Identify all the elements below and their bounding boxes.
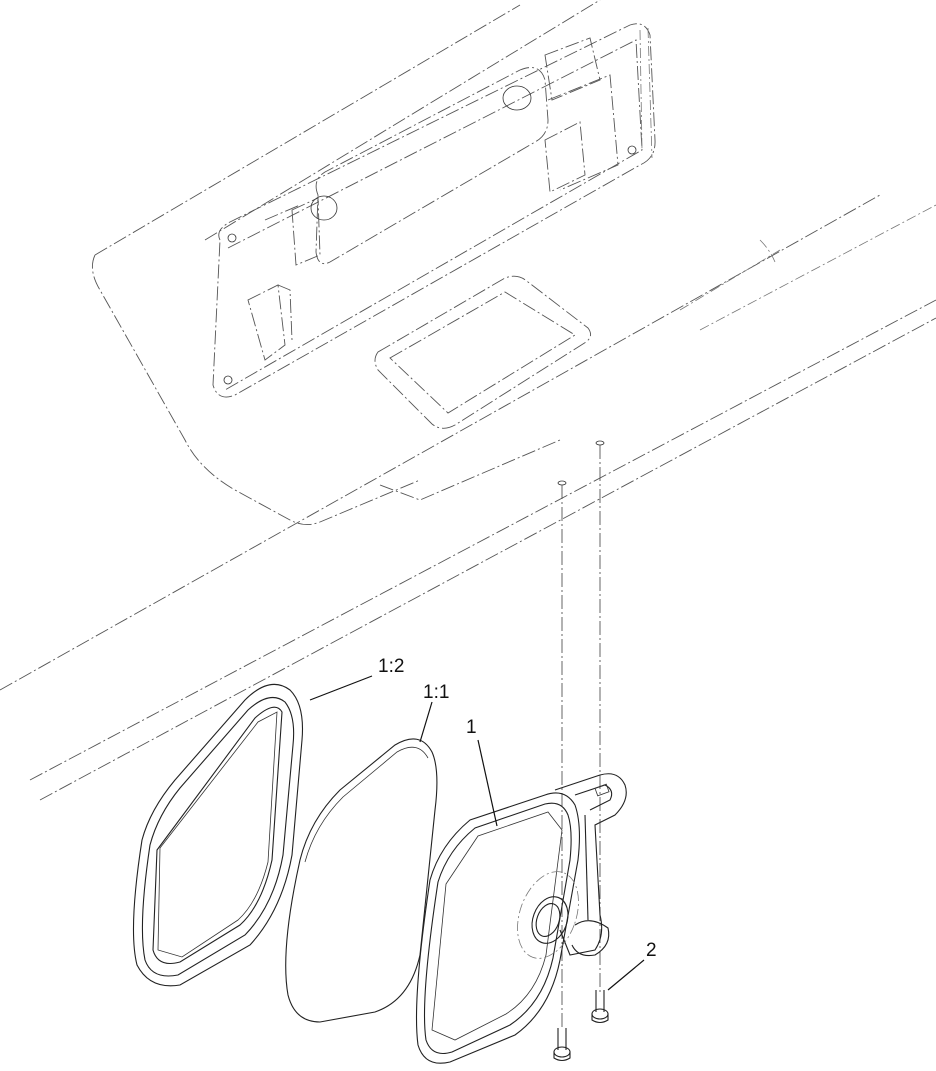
rear-panel-phantom bbox=[212, 23, 656, 398]
callout-mirror: 1 bbox=[466, 717, 477, 738]
mirror-assembly-part bbox=[415, 773, 627, 1064]
leader-line-mirror bbox=[477, 739, 498, 827]
leader-line-frame bbox=[309, 675, 373, 701]
mirror-glass-part bbox=[285, 738, 438, 1023]
leader-line-screw bbox=[607, 959, 645, 991]
mirror-frame-part bbox=[132, 683, 304, 987]
mounting-centerlines bbox=[557, 440, 605, 1030]
callout-screw: 2 bbox=[646, 940, 657, 961]
callout-glass: 1:1 bbox=[423, 682, 449, 703]
step-plate-phantom bbox=[374, 275, 591, 429]
cab-body-phantom bbox=[0, 0, 936, 801]
screw-part-left bbox=[553, 1028, 571, 1062]
screw-part-right bbox=[591, 990, 609, 1024]
leader-line-glass bbox=[419, 701, 433, 743]
callout-frame: 1:2 bbox=[378, 656, 404, 677]
